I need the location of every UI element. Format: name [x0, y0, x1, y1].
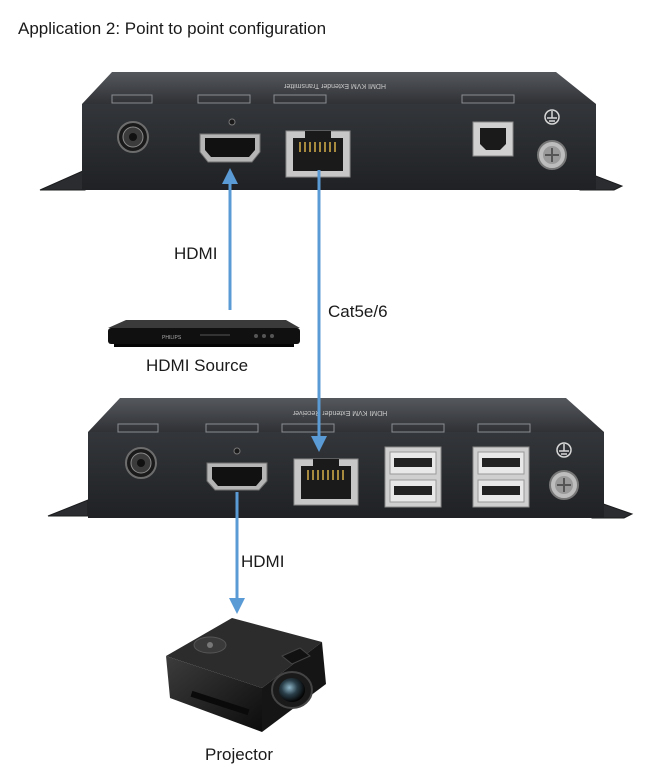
receiver-device: HDMI KVM Extender Receiver [47, 398, 634, 519]
player-top [108, 320, 300, 328]
label-hdmi-input: HDMI [174, 244, 218, 263]
receiver-rj45-port [293, 458, 359, 506]
projector-device [166, 618, 326, 732]
page-title: Application 2: Point to point configurat… [18, 19, 327, 38]
receiver-ground-terminal [549, 442, 579, 500]
label-hdmi-source: HDMI Source [146, 356, 249, 375]
transmitter-device: HDMI KVM Extender Transmitter [39, 72, 624, 191]
label-cat-cable: Cat5e/6 [328, 302, 388, 321]
projector-top [166, 618, 322, 688]
transmitter-left-flange [39, 169, 86, 191]
receiver-power-jack [125, 447, 157, 479]
projector-front [166, 656, 262, 732]
transmitter-usb-b-port [472, 121, 514, 157]
transmitter-power-jack [117, 121, 149, 153]
hdmi-source-player: PHILIPS [108, 320, 300, 347]
transmitter-silkscreen: HDMI KVM Extender Transmitter [283, 82, 386, 89]
label-hdmi-output: HDMI [241, 552, 285, 571]
receiver-usb-a-ports-right [472, 446, 530, 508]
receiver-hdmi-port [206, 447, 268, 491]
receiver-left-flange [47, 499, 89, 517]
arrow-receiver-to-projector [229, 492, 245, 614]
receiver-usb-a-ports-left [384, 446, 442, 508]
receiver-silkscreen: HDMI KVM Extender Receiver [292, 409, 387, 416]
transmitter-rj45-port [285, 130, 351, 178]
transmitter-hdmi-port [199, 118, 261, 163]
transmitter-ground-terminal [537, 109, 567, 170]
arrow-hdmi-source-to-transmitter [222, 168, 238, 310]
player-brand: PHILIPS [162, 335, 182, 341]
arrow-cat-cable [311, 170, 327, 452]
label-projector: Projector [205, 745, 274, 764]
transmitter-top-surface [82, 72, 596, 104]
